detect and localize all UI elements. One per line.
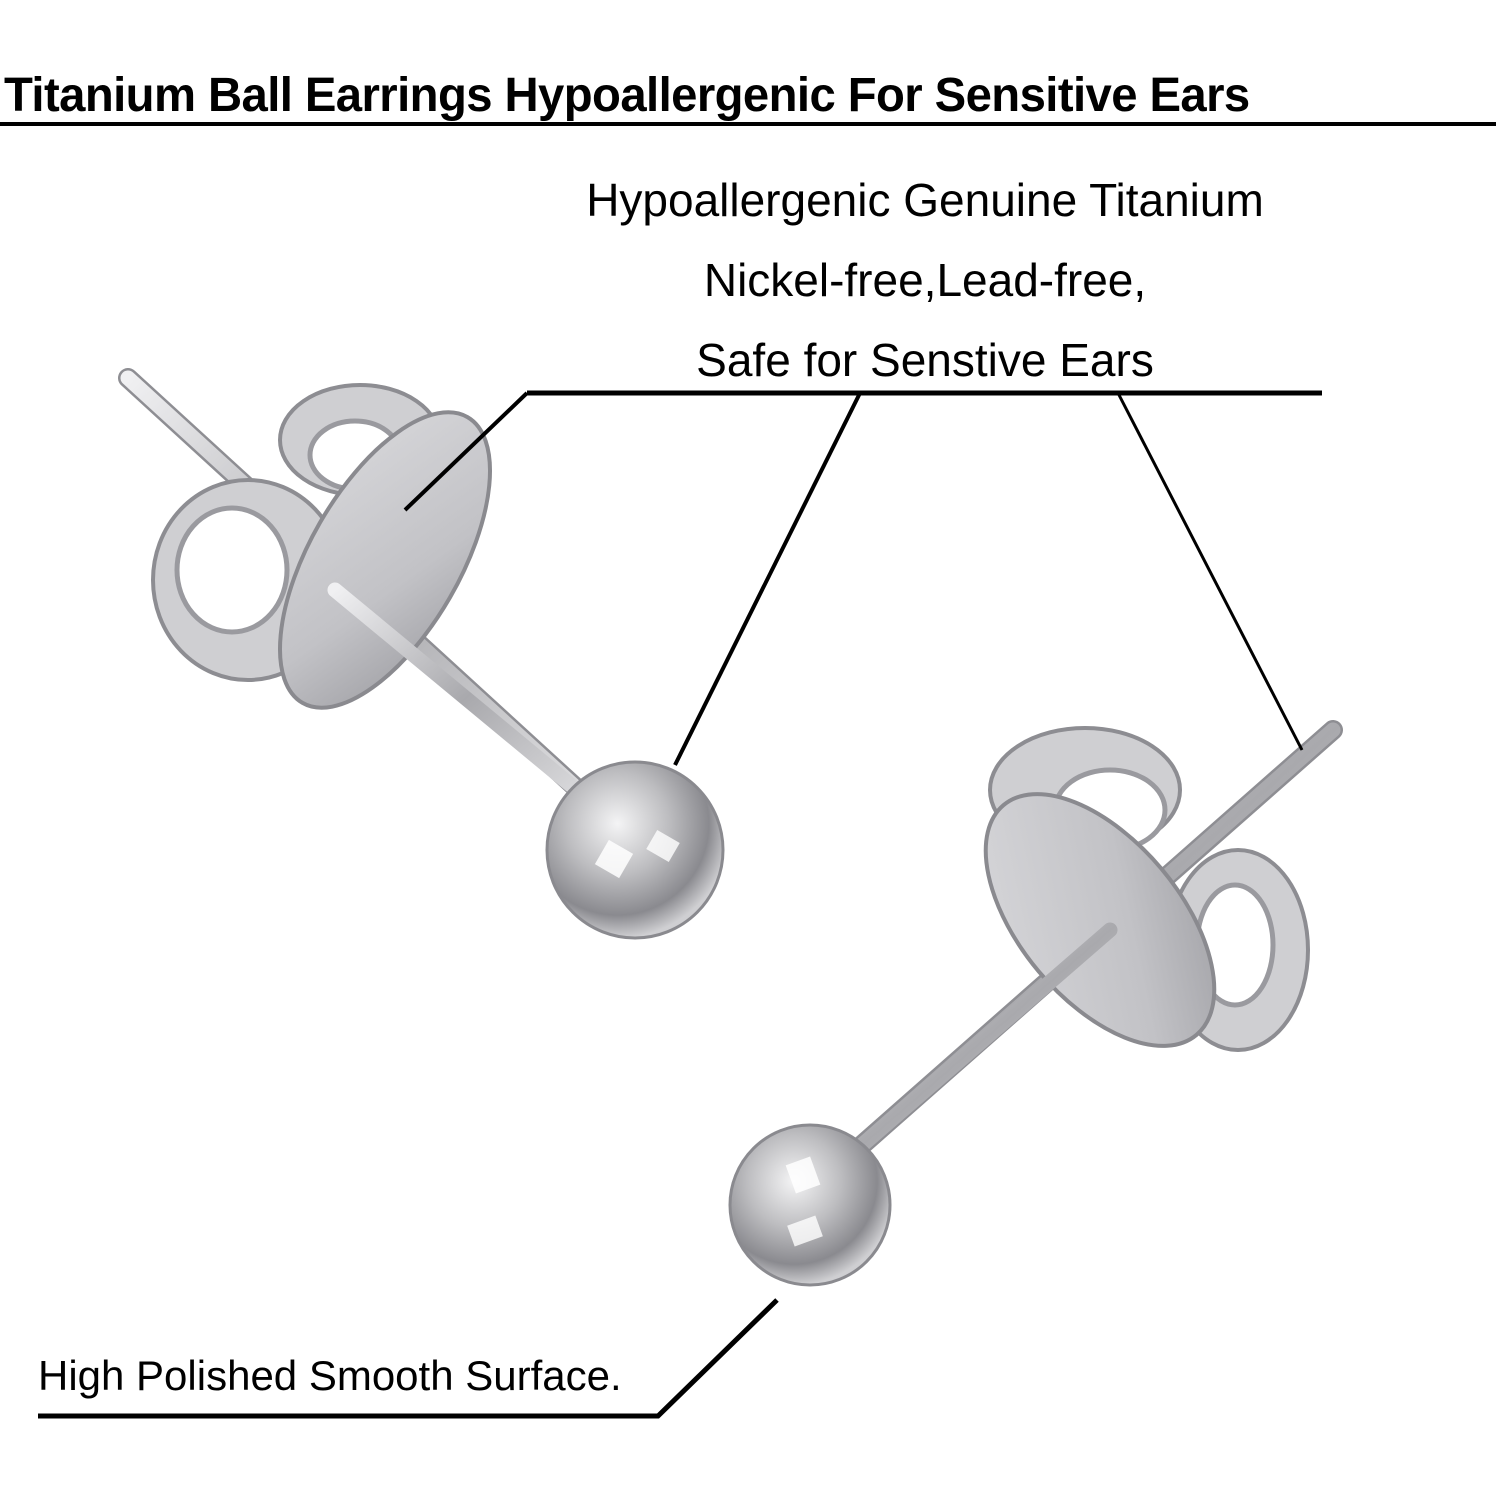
feature-line-nickel-lead-free: Nickel-free,Lead-free, [703, 254, 1147, 306]
surface-caption: High Polished Smooth Surface. [38, 1352, 622, 1399]
earring-left [118, 368, 725, 940]
feature-callout: Hypoallergenic Genuine Titanium Nickel-f… [500, 160, 1350, 400]
earring-right [728, 720, 1343, 1287]
feature-line-safe-sensitive: Safe for Senstive Ears [696, 334, 1154, 386]
title-underline [0, 122, 1496, 126]
feature-line-hypoallergenic: Hypoallergenic Genuine Titanium [586, 174, 1264, 226]
callout-lines [38, 390, 1322, 1419]
product-title: Titanium Ball Earrings Hypoallergenic Fo… [4, 69, 1250, 122]
